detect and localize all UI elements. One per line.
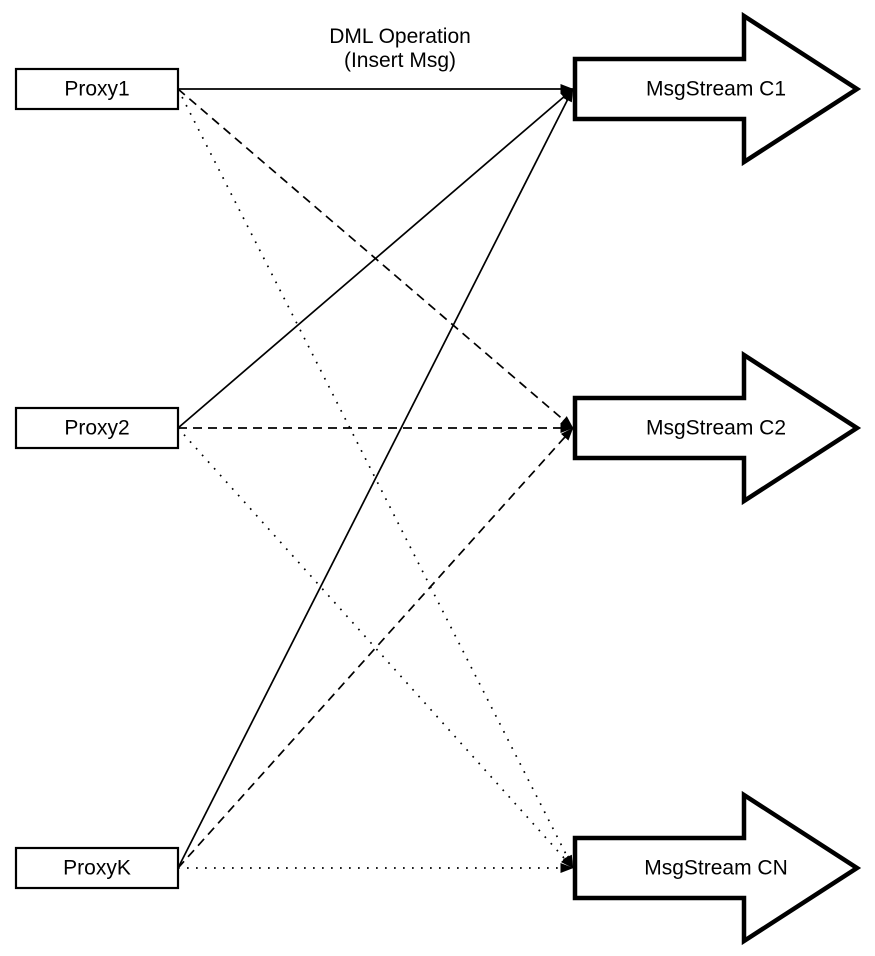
edge-proxy1-to-cn (177, 88, 574, 869)
node-proxyk: ProxyK (14, 846, 180, 890)
proxy2-box (14, 406, 180, 450)
dml-operation-annotation-line1: DML Operation (329, 25, 471, 48)
proxy1-box (14, 67, 180, 111)
dml-operation-annotation: DML Operation (Insert Msg) (329, 25, 471, 72)
node-msgstream-c1: MsgStream C1 (572, 11, 862, 167)
proxy1-label: Proxy1 (64, 78, 129, 101)
node-proxy2: Proxy2 (14, 406, 180, 450)
edge-proxy2-to-c1 (177, 88, 574, 429)
msgstream-c2-label: MsgStream C2 (646, 417, 786, 440)
edges-layer (177, 84, 574, 873)
msgstream-cn-label: MsgStream CN (644, 857, 788, 880)
dml-operation-annotation-line2: (Insert Msg) (344, 49, 456, 72)
edge-proxyk-to-c2 (177, 427, 574, 869)
msgstream-c1-label: MsgStream C1 (646, 78, 786, 101)
proxyk-label: ProxyK (63, 857, 131, 880)
msgstream-cn-block-arrow (572, 790, 862, 946)
node-msgstream-c2: MsgStream C2 (572, 350, 862, 506)
msgstream-c2-block-arrow (572, 350, 862, 506)
node-msgstream-cn: MsgStream CN (572, 790, 862, 946)
node-proxy1: Proxy1 (14, 67, 180, 111)
proxy2-label: Proxy2 (64, 417, 129, 440)
msgstream-c1-block-arrow (572, 11, 862, 167)
edge-proxyk-to-c1 (177, 88, 574, 869)
proxyk-box (14, 846, 180, 890)
